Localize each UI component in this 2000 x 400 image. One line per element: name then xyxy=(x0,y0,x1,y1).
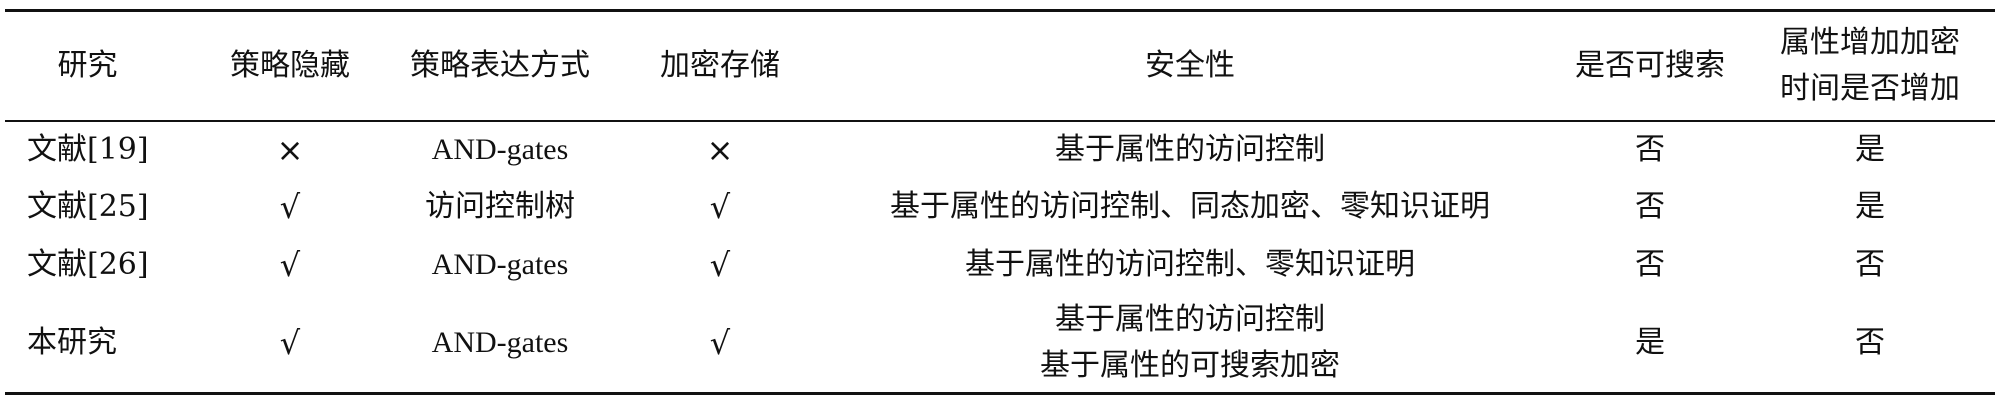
table-row-4-research: 本研究 xyxy=(5,294,192,392)
row-4-encrypted-storage-mark: √ xyxy=(709,324,731,362)
table-row-3-policy-hiding: √ xyxy=(190,236,390,294)
table-row-1-security: 基于属性的访问控制 xyxy=(840,122,1540,178)
table-row-4-policy-hiding: √ xyxy=(190,294,390,392)
row-3-security: 基于属性的访问控制、零知识证明 xyxy=(965,247,1415,282)
row-1-policy-hiding-mark: × xyxy=(276,131,304,169)
row-3-encrypted-storage-mark: √ xyxy=(709,246,731,284)
table-row-2-encrypted-storage: √ xyxy=(620,178,820,236)
table-row-1-attr-time: 是 xyxy=(1760,122,1980,178)
table-row-4-attr-time: 否 xyxy=(1760,294,1980,392)
header-security-label: 安全性 xyxy=(1145,48,1235,83)
table-row-4-security: 基于属性的访问控制 基于属性的可搜索加密 xyxy=(840,294,1540,392)
table-row-2-attr-time: 是 xyxy=(1760,178,1980,236)
row-3-policy-hiding-mark: √ xyxy=(279,246,301,284)
table-row-3-encrypted-storage: √ xyxy=(620,236,820,294)
table-row-1-encrypted-storage: × xyxy=(620,122,820,178)
row-4-security-line-1: 基于属性的访问控制 xyxy=(1055,302,1325,337)
table-row-3-searchable: 否 xyxy=(1550,236,1750,294)
header-policy-hiding: 策略隐藏 xyxy=(190,12,390,120)
table-header-rule xyxy=(5,120,1995,122)
row-4-policy-expression: AND-gates xyxy=(431,326,569,359)
header-security: 安全性 xyxy=(840,12,1540,120)
table-row-1-policy-hiding: × xyxy=(190,122,390,178)
row-3-attr-time: 否 xyxy=(1855,247,1885,282)
row-1-security: 基于属性的访问控制 xyxy=(1055,132,1325,167)
header-attr-time: 属性增加加密 时间是否增加 xyxy=(1760,12,1980,120)
table-row-2-policy-hiding: √ xyxy=(190,178,390,236)
table-row-4-policy-expression: AND-gates xyxy=(390,294,610,392)
header-research: 研究 xyxy=(5,12,170,120)
header-searchable: 是否可搜索 xyxy=(1550,12,1750,120)
table-row-2-research: 文献[25] xyxy=(5,178,192,236)
header-policy-hiding-label: 策略隐藏 xyxy=(230,48,350,83)
table-row-4-searchable: 是 xyxy=(1550,294,1750,392)
table-row-1-research: 文献[19] xyxy=(5,122,192,178)
row-2-policy-expression: 访问控制树 xyxy=(425,189,575,224)
table-top-rule xyxy=(5,9,1995,12)
table-row-2-policy-expression: 访问控制树 xyxy=(390,178,610,236)
header-attr-time-line-2: 时间是否增加 xyxy=(1780,71,1960,106)
row-4-research: 本研究 xyxy=(27,325,117,360)
header-policy-expression-label: 策略表达方式 xyxy=(410,48,590,83)
row-1-policy-expression: AND-gates xyxy=(431,133,569,166)
row-3-research: 文献[26] xyxy=(27,247,149,282)
table-row-4-encrypted-storage: √ xyxy=(620,294,820,392)
row-4-security-line-2: 基于属性的可搜索加密 xyxy=(1040,348,1340,383)
row-4-attr-time: 否 xyxy=(1855,325,1885,360)
table-row-2-searchable: 否 xyxy=(1550,178,1750,236)
row-2-encrypted-storage-mark: √ xyxy=(709,188,731,226)
header-policy-expression: 策略表达方式 xyxy=(390,12,610,120)
row-4-policy-hiding-mark: √ xyxy=(279,324,301,362)
row-2-research: 文献[25] xyxy=(27,189,149,224)
row-2-attr-time: 是 xyxy=(1855,189,1885,224)
row-1-research: 文献[19] xyxy=(27,132,149,167)
header-encrypted-storage: 加密存储 xyxy=(620,12,820,120)
row-2-policy-hiding-mark: √ xyxy=(279,188,301,226)
table-row-1-searchable: 否 xyxy=(1550,122,1750,178)
row-3-searchable: 否 xyxy=(1635,247,1665,282)
row-3-policy-expression: AND-gates xyxy=(431,248,569,281)
table-bottom-rule xyxy=(5,392,1995,395)
table-row-3-security: 基于属性的访问控制、零知识证明 xyxy=(840,236,1540,294)
header-attr-time-line-1: 属性增加加密 xyxy=(1780,25,1960,60)
row-1-searchable: 否 xyxy=(1635,132,1665,167)
row-1-encrypted-storage-mark: × xyxy=(706,131,734,169)
row-2-searchable: 否 xyxy=(1635,189,1665,224)
header-searchable-label: 是否可搜索 xyxy=(1575,48,1725,83)
header-research-label: 研究 xyxy=(57,48,118,83)
table-row-3-research: 文献[26] xyxy=(5,236,192,294)
table-row-3-policy-expression: AND-gates xyxy=(390,236,610,294)
header-encrypted-storage-label: 加密存储 xyxy=(660,48,780,83)
table-row-3-attr-time: 否 xyxy=(1760,236,1980,294)
table-row-2-security: 基于属性的访问控制、同态加密、零知识证明 xyxy=(840,178,1540,236)
table-row-1-policy-expression: AND-gates xyxy=(390,122,610,178)
row-1-attr-time: 是 xyxy=(1855,132,1885,167)
row-2-security: 基于属性的访问控制、同态加密、零知识证明 xyxy=(890,189,1490,224)
row-4-searchable: 是 xyxy=(1635,325,1665,360)
